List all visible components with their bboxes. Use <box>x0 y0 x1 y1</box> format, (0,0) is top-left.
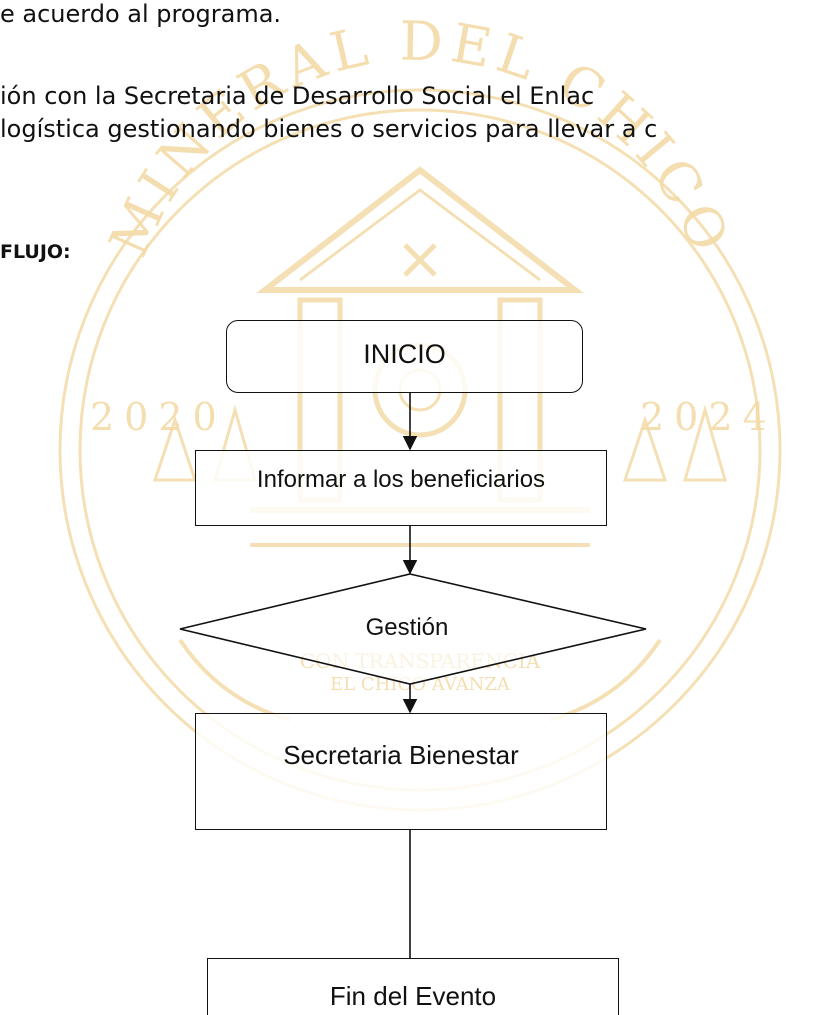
flow-end-node: Fin del Evento <box>207 958 619 1015</box>
flow-step-informar: Informar a los beneficiarios <box>195 450 607 526</box>
body-text-line-1: e acuerdo al programa. <box>0 0 282 28</box>
section-label-flujo: FLUJO: <box>0 241 71 263</box>
body-text-line-2: ión con la Secretaria de Desarrollo Soci… <box>0 82 595 110</box>
body-text-line-3: logística gestionando bienes o servicios… <box>0 115 658 143</box>
flow-start-node: INICIO <box>226 320 583 393</box>
flow-step-secretaria: Secretaria Bienestar <box>195 713 607 830</box>
flow-decision-label: Gestión <box>365 614 449 641</box>
